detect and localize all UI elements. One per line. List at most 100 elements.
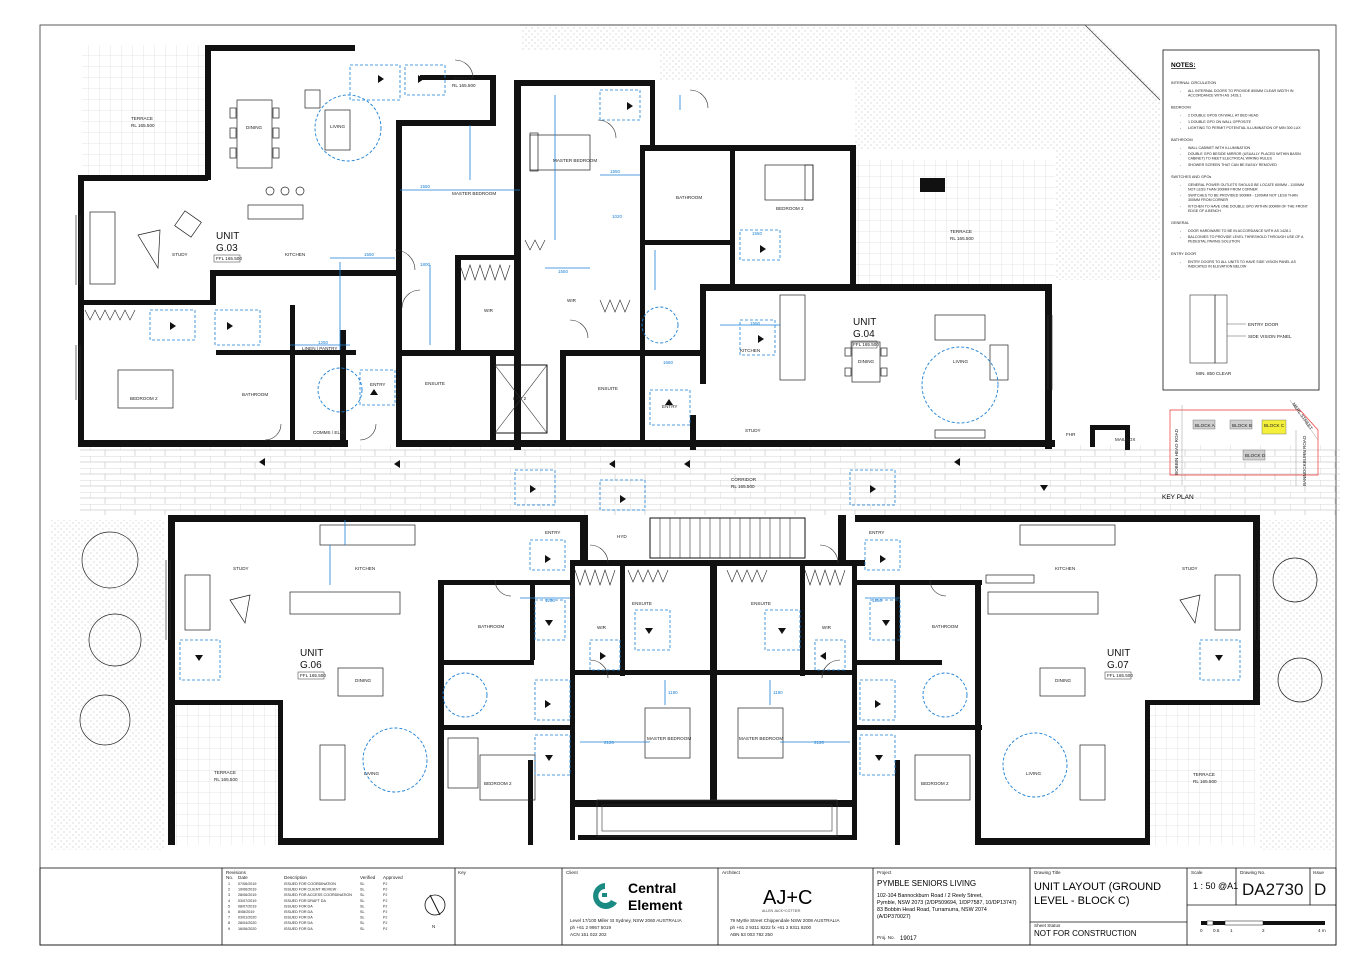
key-plan-label: KEY PLAN <box>1162 494 1194 501</box>
notes-item: GENERAL POWER OUTLETS SHOULD BE LOCATE 6… <box>1188 183 1304 187</box>
living-g07: LIVING <box>1026 771 1041 776</box>
unit-g03-number: G.03 <box>216 243 238 254</box>
entry-door-label: ENTRY DOOR <box>1248 322 1279 327</box>
architect-logo: AJ+C <box>763 887 812 909</box>
revision-cell: 5 <box>228 904 230 908</box>
notes-heading: GENERAL <box>1171 221 1189 225</box>
drawing-title-2: LEVEL - BLOCK C) <box>1034 895 1130 907</box>
wir-g06: WIR <box>597 625 607 630</box>
dim-1190-a: 1190 <box>668 690 678 695</box>
entry-g06: ENTRY <box>545 530 561 535</box>
block-c-label: BLOCK C <box>1264 423 1285 428</box>
wardrobes <box>84 239 846 586</box>
project-address-4: (A/DP370027) <box>877 914 911 920</box>
wir-g07: WIR <box>822 625 832 630</box>
bathroom-g07: BATHROOM <box>932 624 958 629</box>
revision-cell: 8 <box>228 921 230 925</box>
architect-address-2: ph +61 2 9311 8222 fx +61 2 9311 8200 <box>730 925 812 930</box>
client-name-2: Element <box>628 897 683 913</box>
notes-panel: NOTES: INTERNAL CIRCULATION-ALL INTERNAL… <box>1162 49 1320 391</box>
terrace-rl-g06: RL 165.500 <box>214 777 238 782</box>
notes-bullet: - <box>1180 146 1182 150</box>
corridor-rl: RL 165.500 <box>731 484 755 489</box>
entry-g04: ENTRY <box>662 404 678 409</box>
living-g04: LIVING <box>953 359 968 364</box>
architect-label: Architect <box>722 870 741 875</box>
notes-bullet: - <box>1180 114 1182 118</box>
revision-cell: ISSUED FOR ACCESS COORDINATION <box>284 893 352 897</box>
key-label: Key <box>458 870 467 875</box>
terrace-label-g03: TERRACE <box>131 116 153 121</box>
dining-g06: DINING <box>355 678 372 683</box>
scale-tick-1: 1 <box>1230 928 1233 933</box>
street-merl: MERL STREET <box>1291 402 1314 431</box>
notes-bullet: - <box>1180 204 1182 208</box>
unit-g03-name: UNIT <box>216 231 239 242</box>
terrace-rl-g03: RL 165.500 <box>131 123 155 128</box>
terrace-rl-g07: RL 165.500 <box>1193 779 1217 784</box>
notes-item: SHOWER SCREEN THAT CAN BE EASILY REMOVED <box>1188 163 1277 167</box>
bathroom-g04: BATHROOM <box>676 195 702 200</box>
dim-1190-b: 1190 <box>773 690 783 695</box>
notes-heading: BEDROOM <box>1171 106 1191 110</box>
furniture <box>89 89 1241 801</box>
master-bedroom-g06: MASTER BEDROOM <box>647 736 691 741</box>
lower-block-walls <box>168 515 1260 845</box>
kitchen-g07: KITCHEN <box>1055 566 1075 571</box>
notes-item: CABINET) TO MEET ELECTRICAL WIRING RULES <box>1188 157 1273 161</box>
upper-block-walls <box>78 45 1130 450</box>
rev-header-no: No. <box>226 875 233 880</box>
ensuite-g06: ENSUITE <box>632 601 652 606</box>
client-address-1: Level 17/100 Miller St Sydney, NSW 2060 … <box>570 918 683 923</box>
revision-cell: PJ <box>383 921 387 925</box>
study-label-g03: STUDY <box>172 252 188 257</box>
dining-g04: DINING <box>858 359 875 364</box>
unit-g06-ffl: FFL 165.500 <box>300 673 326 678</box>
revisions-title: Revisions <box>226 870 247 875</box>
terrace-grid-g07 <box>1145 700 1255 845</box>
wir-g03: WIR <box>484 308 494 313</box>
unit-g07-name: UNIT <box>1107 648 1130 659</box>
master-bedroom-g03: MASTER BEDROOM <box>452 191 496 196</box>
client-label: Client <box>566 870 578 875</box>
issue-value: D <box>1314 880 1326 899</box>
revision-cell: SL <box>360 910 365 914</box>
revision-cell: 16/06/2020 <box>238 927 256 931</box>
notes-heading: BATHROOM <box>1171 138 1193 142</box>
revision-cell: SL <box>360 882 365 886</box>
ensuite-g03: ENSUITE <box>425 381 445 386</box>
revision-cell: PJ <box>383 899 387 903</box>
unit-g07-number: G.07 <box>1107 660 1129 671</box>
revision-cell: 1 <box>228 882 230 886</box>
garden-trees <box>79 531 1323 746</box>
revision-cell: PJ <box>383 927 387 931</box>
terrace-label-top: TERRACE <box>452 76 474 81</box>
dim-1550-f: 1550 <box>558 269 569 274</box>
client-name-1: Central <box>628 880 676 896</box>
corridor-paving <box>80 445 1340 515</box>
dim-1800: 1800 <box>420 262 431 267</box>
notes-item: ENTRY DOORS TO ALL UNITS TO HAVE SIDE VI… <box>1188 260 1296 264</box>
sheet-status: NOT FOR CONSTRUCTION <box>1034 929 1137 938</box>
dim-1550-b: 1550 <box>420 184 431 189</box>
notes-title: NOTES: <box>1171 62 1196 69</box>
notes-item: 2 DOUBLE GPOS ON WALL AT BED HEAD <box>1188 114 1259 118</box>
revision-cell: PJ <box>383 888 387 892</box>
lift-label: LIFT 2 <box>513 396 527 401</box>
revision-cell: SL <box>360 888 365 892</box>
dim-1250-b: 1250 <box>545 598 556 603</box>
terrace-rl-top: RL 165.500 <box>452 83 476 88</box>
kitchen-g04: KITCHEN <box>740 348 760 353</box>
block-b-label: BLOCK B <box>1232 423 1252 428</box>
revision-cell: ISSUED FOR DA <box>284 927 313 931</box>
clear-width-label: MIN. 850 CLEAR <box>1196 371 1232 376</box>
unit-g04-number: G.04 <box>853 329 875 340</box>
project-name: PYMBLE SENIORS LIVING <box>877 879 976 888</box>
corridor-label: CORRIDOR <box>731 477 757 482</box>
revision-cell: PJ <box>383 882 387 886</box>
revision-cell: 6 <box>228 910 230 914</box>
notes-item: BALCONIES TO PROVIDE LEVEL THRESHOLD THR… <box>1188 235 1304 239</box>
dim-1550-d: 1550 <box>752 231 763 236</box>
rev-header-date: Date <box>238 875 248 880</box>
drawing-title-label: Drawing Title <box>1034 870 1061 875</box>
